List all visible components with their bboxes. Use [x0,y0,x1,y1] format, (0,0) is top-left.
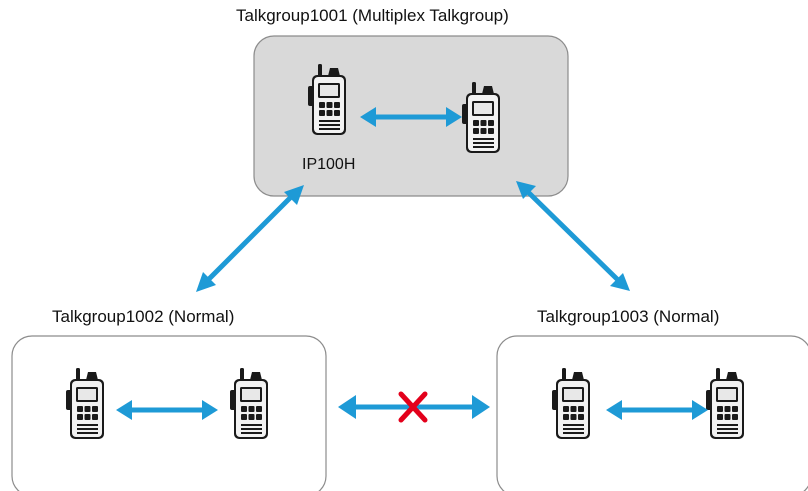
link-arrow [516,181,630,291]
link-arrow [196,185,304,292]
talkgroup-1002-box [11,335,327,491]
talkgroup-1003-box [496,335,808,491]
multiplex-talkgroup-title: Talkgroup1001 (Multiplex Talkgroup) [236,6,509,25]
talkgroup-1002-title: Talkgroup1002 (Normal) [52,307,235,326]
talkgroup-1003-title: Talkgroup1003 (Normal) [537,307,720,326]
link-arrow [360,107,462,127]
link-arrow [116,400,218,420]
device-model-label: IP100H [302,156,356,173]
cross-icon [398,391,428,423]
link-arrow [606,400,708,420]
